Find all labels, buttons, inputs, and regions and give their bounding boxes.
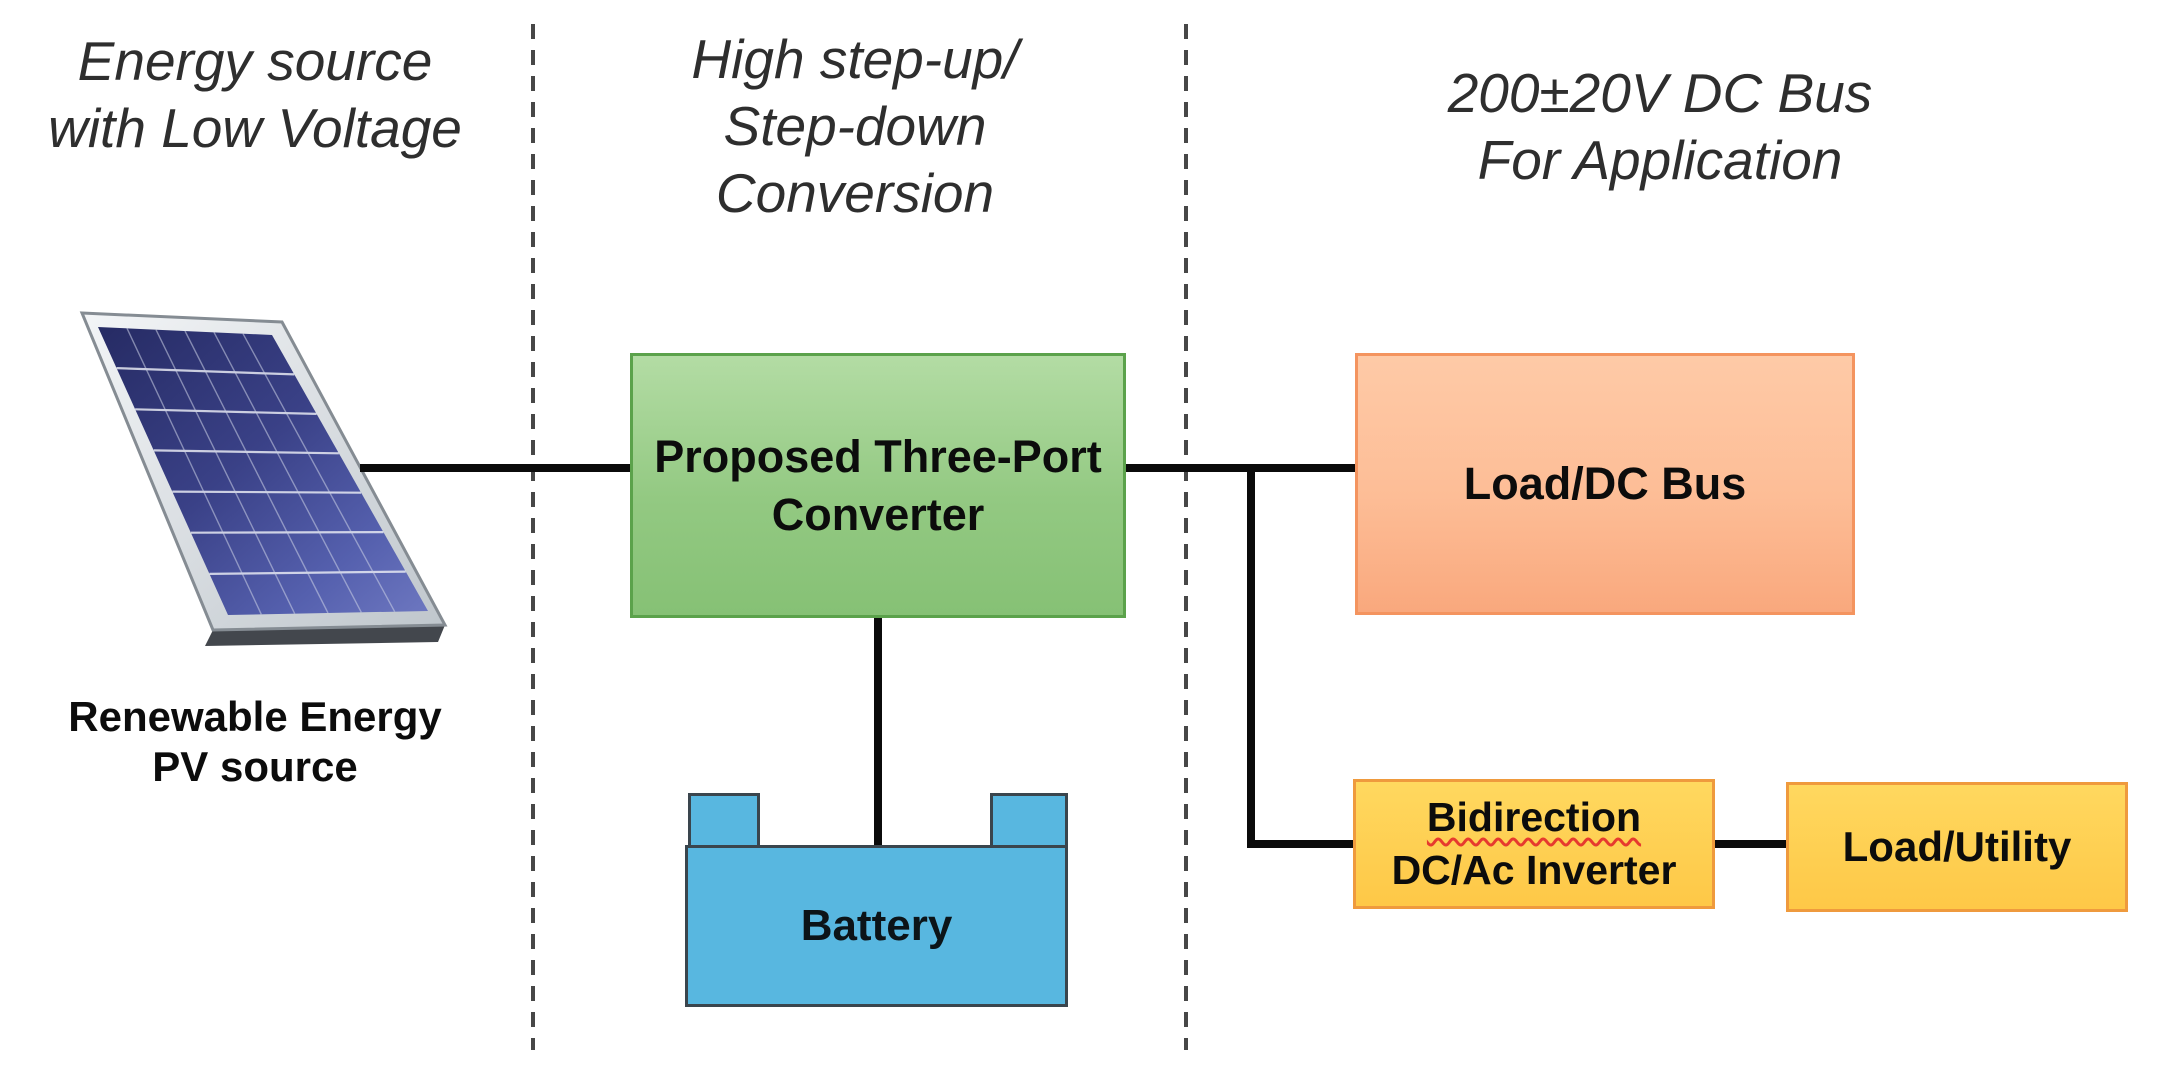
- node-load-utility: Load/Utility: [1786, 782, 2128, 912]
- wire-pv-to-converter: [360, 464, 634, 472]
- section-divider-dashed-line-right: [1184, 24, 1188, 1050]
- header-line: Step-down: [723, 95, 987, 158]
- pv-source-label: Renewable Energy PV source: [20, 692, 490, 791]
- battery-terminal-right: [990, 793, 1068, 851]
- header-line: 200±20V DC Bus: [1447, 62, 1873, 124]
- header-line: Conversion: [715, 162, 995, 225]
- pv-label-line: Renewable Energy: [68, 693, 442, 740]
- wire-converter-to-battery: [874, 616, 882, 848]
- battery-terminal-left: [688, 793, 760, 851]
- section-header-dc-bus: 200±20V DC Bus For Application: [1330, 60, 1990, 194]
- load-dc-bus-label: Load/DC Bus: [1463, 458, 1747, 509]
- battery-body: Battery: [685, 845, 1068, 1007]
- header-line: High step-up/: [691, 28, 1019, 90]
- node-battery: Battery: [685, 793, 1071, 1009]
- section-header-energy-source: Energy source with Low Voltage: [0, 28, 510, 162]
- node-proposed-three-port-converter: Proposed Three-Port Converter: [630, 353, 1126, 618]
- converter-label-line: Proposed Three-Port: [654, 430, 1102, 482]
- header-line: For Application: [1477, 129, 1843, 192]
- header-line: Energy source: [77, 30, 433, 92]
- wire-converter-to-dc-bus: [1122, 464, 1359, 472]
- solar-pv-panel-image: [79, 311, 448, 646]
- pv-label-line: PV source: [152, 742, 358, 790]
- load-utility-label: Load/Utility: [1842, 823, 2072, 870]
- battery-label: Battery: [800, 901, 953, 950]
- wire-inverter-to-load-utility: [1711, 840, 1791, 848]
- wire-junction-vertical: [1247, 464, 1255, 848]
- node-bidirection-dc-ac-inverter: Bidirection DC/Ac Inverter: [1353, 779, 1715, 909]
- section-header-conversion: High step-up/ Step-down Conversion: [575, 26, 1135, 227]
- header-line: with Low Voltage: [48, 97, 462, 160]
- inverter-label-line-misspelled: Bidirection: [1426, 793, 1642, 840]
- inverter-label-line: DC/Ac Inverter: [1391, 847, 1677, 893]
- converter-label-line: Converter: [771, 488, 985, 540]
- node-load-dc-bus: Load/DC Bus: [1355, 353, 1855, 615]
- wire-junction-to-inverter: [1247, 840, 1357, 848]
- section-divider-dashed-line-left: [531, 24, 535, 1050]
